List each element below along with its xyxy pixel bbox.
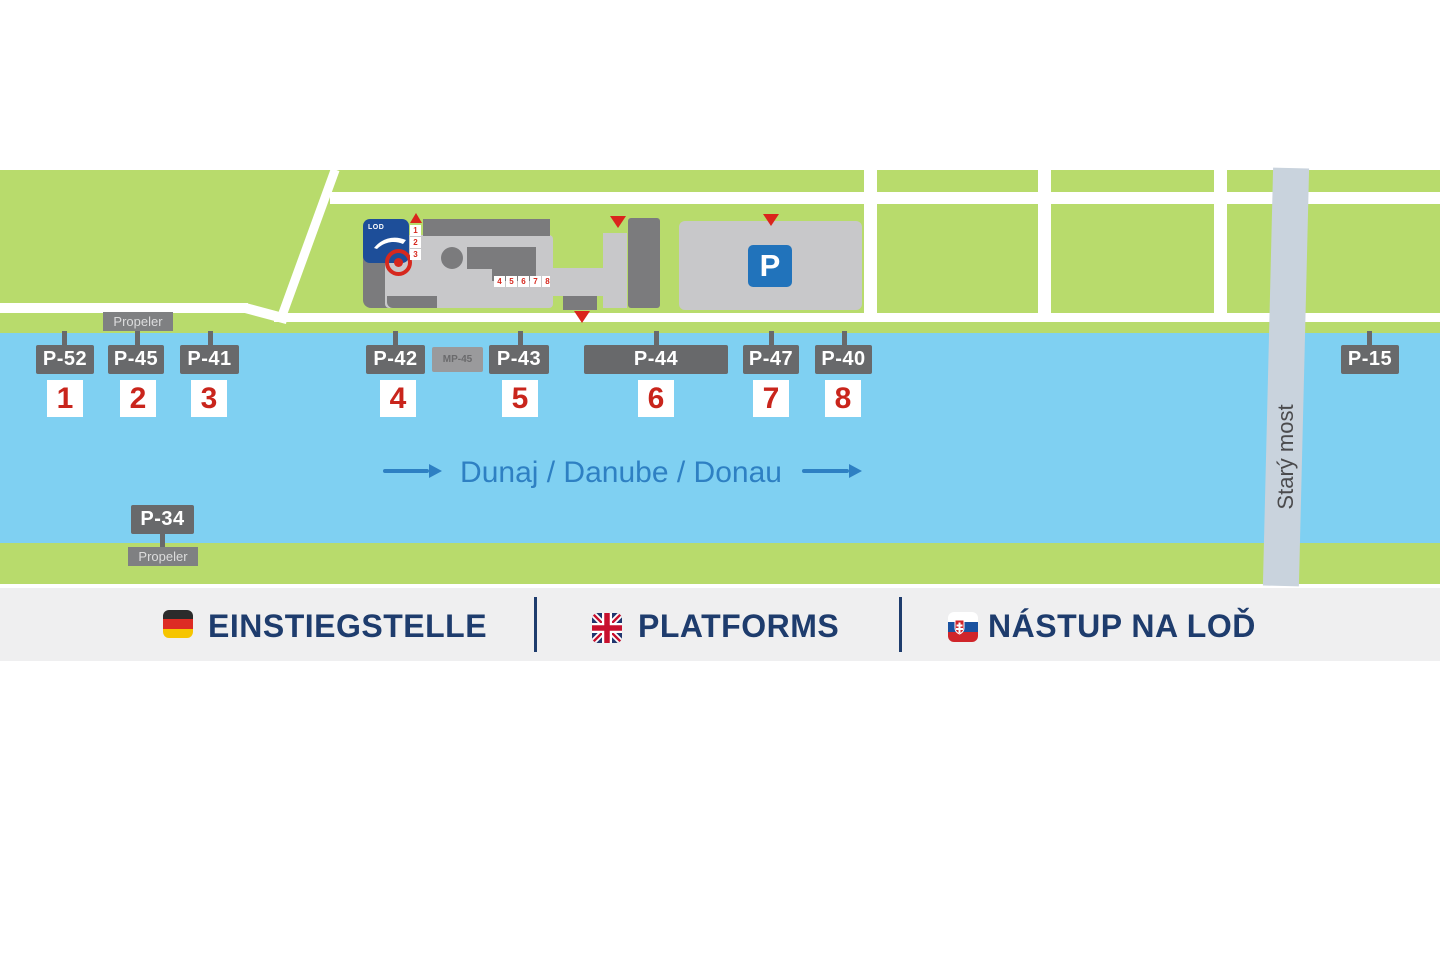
stem-p34 — [160, 533, 165, 548]
parking-sign: P — [748, 245, 792, 287]
terminal-building-north-wing — [423, 219, 550, 236]
riverside-building — [628, 218, 660, 308]
germany-flag-icon — [163, 610, 193, 638]
legend-divider-1 — [534, 597, 537, 652]
lod-logo-text: LOD — [368, 224, 385, 231]
terminal-building-dark-edge — [387, 296, 437, 308]
entrance-arrow-shore-icon — [574, 311, 590, 323]
entrance-arrow-tower-icon — [610, 216, 626, 228]
stem-p47 — [769, 331, 774, 346]
legend-label-en: PLATFORMS — [638, 608, 840, 644]
boarding-arrow-up-icon — [410, 213, 422, 223]
stem-p40 — [842, 331, 847, 346]
platform-number-3: 3 — [191, 380, 227, 417]
stem-p15 — [1367, 331, 1372, 346]
platform-number-8: 8 — [825, 380, 861, 417]
berth-mini-1: 1 — [410, 225, 421, 236]
platform-label-p40: P-40 — [815, 345, 872, 374]
platform-number-6: 6 — [638, 380, 674, 417]
top-road — [330, 192, 1440, 204]
location-marker-dot — [394, 258, 403, 267]
stem-p45 — [135, 331, 140, 346]
berth-mini-8: 8 — [542, 276, 553, 287]
platform-number-1: 1 — [47, 380, 83, 417]
pier-walkway — [550, 268, 606, 296]
propeler-stop-north: Propeler — [103, 312, 173, 331]
berth-mini-2: 2 — [410, 237, 421, 248]
platform-label-p43: P-43 — [489, 345, 549, 374]
stem-p52 — [62, 331, 67, 346]
platform-label-p44: P-44 — [584, 345, 728, 374]
stem-p41 — [208, 331, 213, 346]
slovakia-flag-icon — [948, 612, 978, 642]
bridge-name-label: Starý most — [1273, 404, 1298, 510]
legend-divider-2 — [899, 597, 902, 652]
flow-arrow-left-line — [383, 469, 429, 473]
embankment-road — [274, 313, 1440, 322]
terminal-inner-building-a — [467, 247, 536, 269]
platform-number-5: 5 — [502, 380, 538, 417]
platform-number-2: 2 — [120, 380, 156, 417]
south-bank-land — [0, 543, 1440, 584]
platform-label-p45: P-45 — [108, 345, 164, 374]
platform-label-p34: P-34 — [131, 505, 194, 534]
flow-arrow-right-head — [849, 464, 862, 478]
river-name-label: Dunaj / Danube / Donau — [460, 456, 782, 489]
platform-label-p42: P-42 — [366, 345, 425, 374]
propeler-stop-south: Propeler — [128, 547, 198, 566]
flow-arrow-left-head — [429, 464, 442, 478]
entrance-arrow-parking-icon — [763, 214, 779, 226]
legend-label-de: EINSTIEGSTELLE — [208, 608, 488, 644]
lod-ship-icon — [374, 237, 406, 249]
embankment-road-left — [0, 303, 248, 313]
platform-number-4: 4 — [380, 380, 416, 417]
berth-mini-5: 5 — [506, 276, 517, 287]
berth-mini-3: 3 — [410, 249, 421, 260]
stem-p42 — [393, 331, 398, 346]
vertical-road-2 — [1038, 170, 1051, 322]
platform-label-p52: P-52 — [36, 345, 94, 374]
berth-mini-7: 7 — [530, 276, 541, 287]
vertical-road-1 — [864, 170, 877, 322]
platform-label-mp45: MP-45 — [432, 347, 483, 372]
legend-bar — [0, 588, 1440, 661]
location-marker-icon — [385, 249, 412, 276]
united-kingdom-flag-icon — [592, 613, 622, 643]
terminal-roundabout — [441, 247, 463, 269]
vertical-road-3 — [1214, 170, 1227, 322]
flow-arrow-right-line — [802, 469, 849, 473]
walkway-kiosk-building — [563, 296, 597, 310]
stem-p43 — [518, 331, 523, 346]
legend-label-sk: NÁSTUP NA LOĎ — [988, 608, 1256, 644]
platform-number-7: 7 — [753, 380, 789, 417]
berth-mini-6: 6 — [518, 276, 529, 287]
platform-label-p41: P-41 — [180, 345, 239, 374]
platform-label-p47: P-47 — [743, 345, 799, 374]
berth-mini-4: 4 — [494, 276, 505, 287]
platform-label-p15: P-15 — [1341, 345, 1399, 374]
pier-walkway-column — [603, 233, 627, 308]
stem-p44 — [654, 331, 659, 346]
